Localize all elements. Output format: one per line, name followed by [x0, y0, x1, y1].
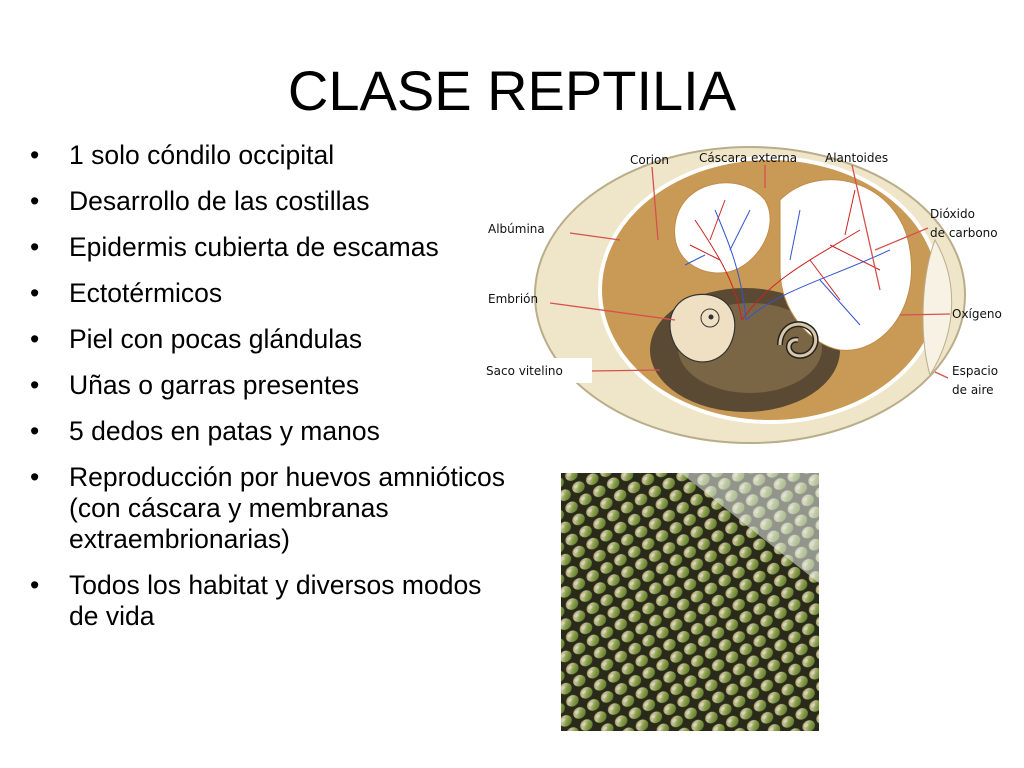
- label-corion: Corion: [630, 153, 669, 167]
- bullet-item: Desarrollo de las costillas: [26, 186, 506, 217]
- label-cascara: Cáscara externa: [699, 151, 797, 165]
- label-leaders: [549, 164, 951, 379]
- embryo: [669, 293, 819, 363]
- bullet-item: Ectotérmicos: [26, 278, 506, 309]
- blood-vessels-red: [689, 189, 881, 321]
- slide-title: CLASE REPTILIA: [287, 59, 737, 122]
- bullet-item: Uñas o garras presentes: [26, 370, 506, 401]
- label-albumina: Albúmina: [488, 222, 545, 236]
- reptile-scales-photo: [561, 473, 819, 731]
- air-space: [922, 238, 953, 377]
- label-embrion: Embrión: [488, 292, 538, 306]
- amniotic-egg-diagram: Corion Cáscara externa Alantoides Albúmi…: [480, 146, 1002, 444]
- bullet-list: 1 solo cóndilo occipital Desarrollo de l…: [26, 140, 506, 647]
- bullet-item: 1 solo cóndilo occipital: [26, 140, 506, 171]
- label-oxigeno: Oxígeno: [952, 307, 1002, 321]
- bullet-item: Piel con pocas glándulas: [26, 324, 506, 355]
- label-dioxido-2: de carbono: [930, 226, 998, 240]
- label-saco-vitelino: Saco vitelino: [486, 364, 563, 378]
- bullet-item: 5 dedos en patas y manos: [26, 416, 506, 447]
- bullet-item: Reproducción por huevos amnióticos (con …: [26, 462, 506, 555]
- label-espacio-1: Espacio: [952, 364, 998, 378]
- label-alantoides: Alantoides: [825, 151, 888, 165]
- blood-vessels-blue: [684, 209, 891, 326]
- label-dioxido-1: Dióxido: [930, 207, 975, 221]
- label-espacio-2: de aire: [952, 383, 994, 397]
- light-scales-area: [681, 473, 819, 583]
- bullet-item: Todos los habitat y diversos modos de vi…: [26, 570, 506, 632]
- bullet-item: Epidermis cubierta de escamas: [26, 232, 506, 263]
